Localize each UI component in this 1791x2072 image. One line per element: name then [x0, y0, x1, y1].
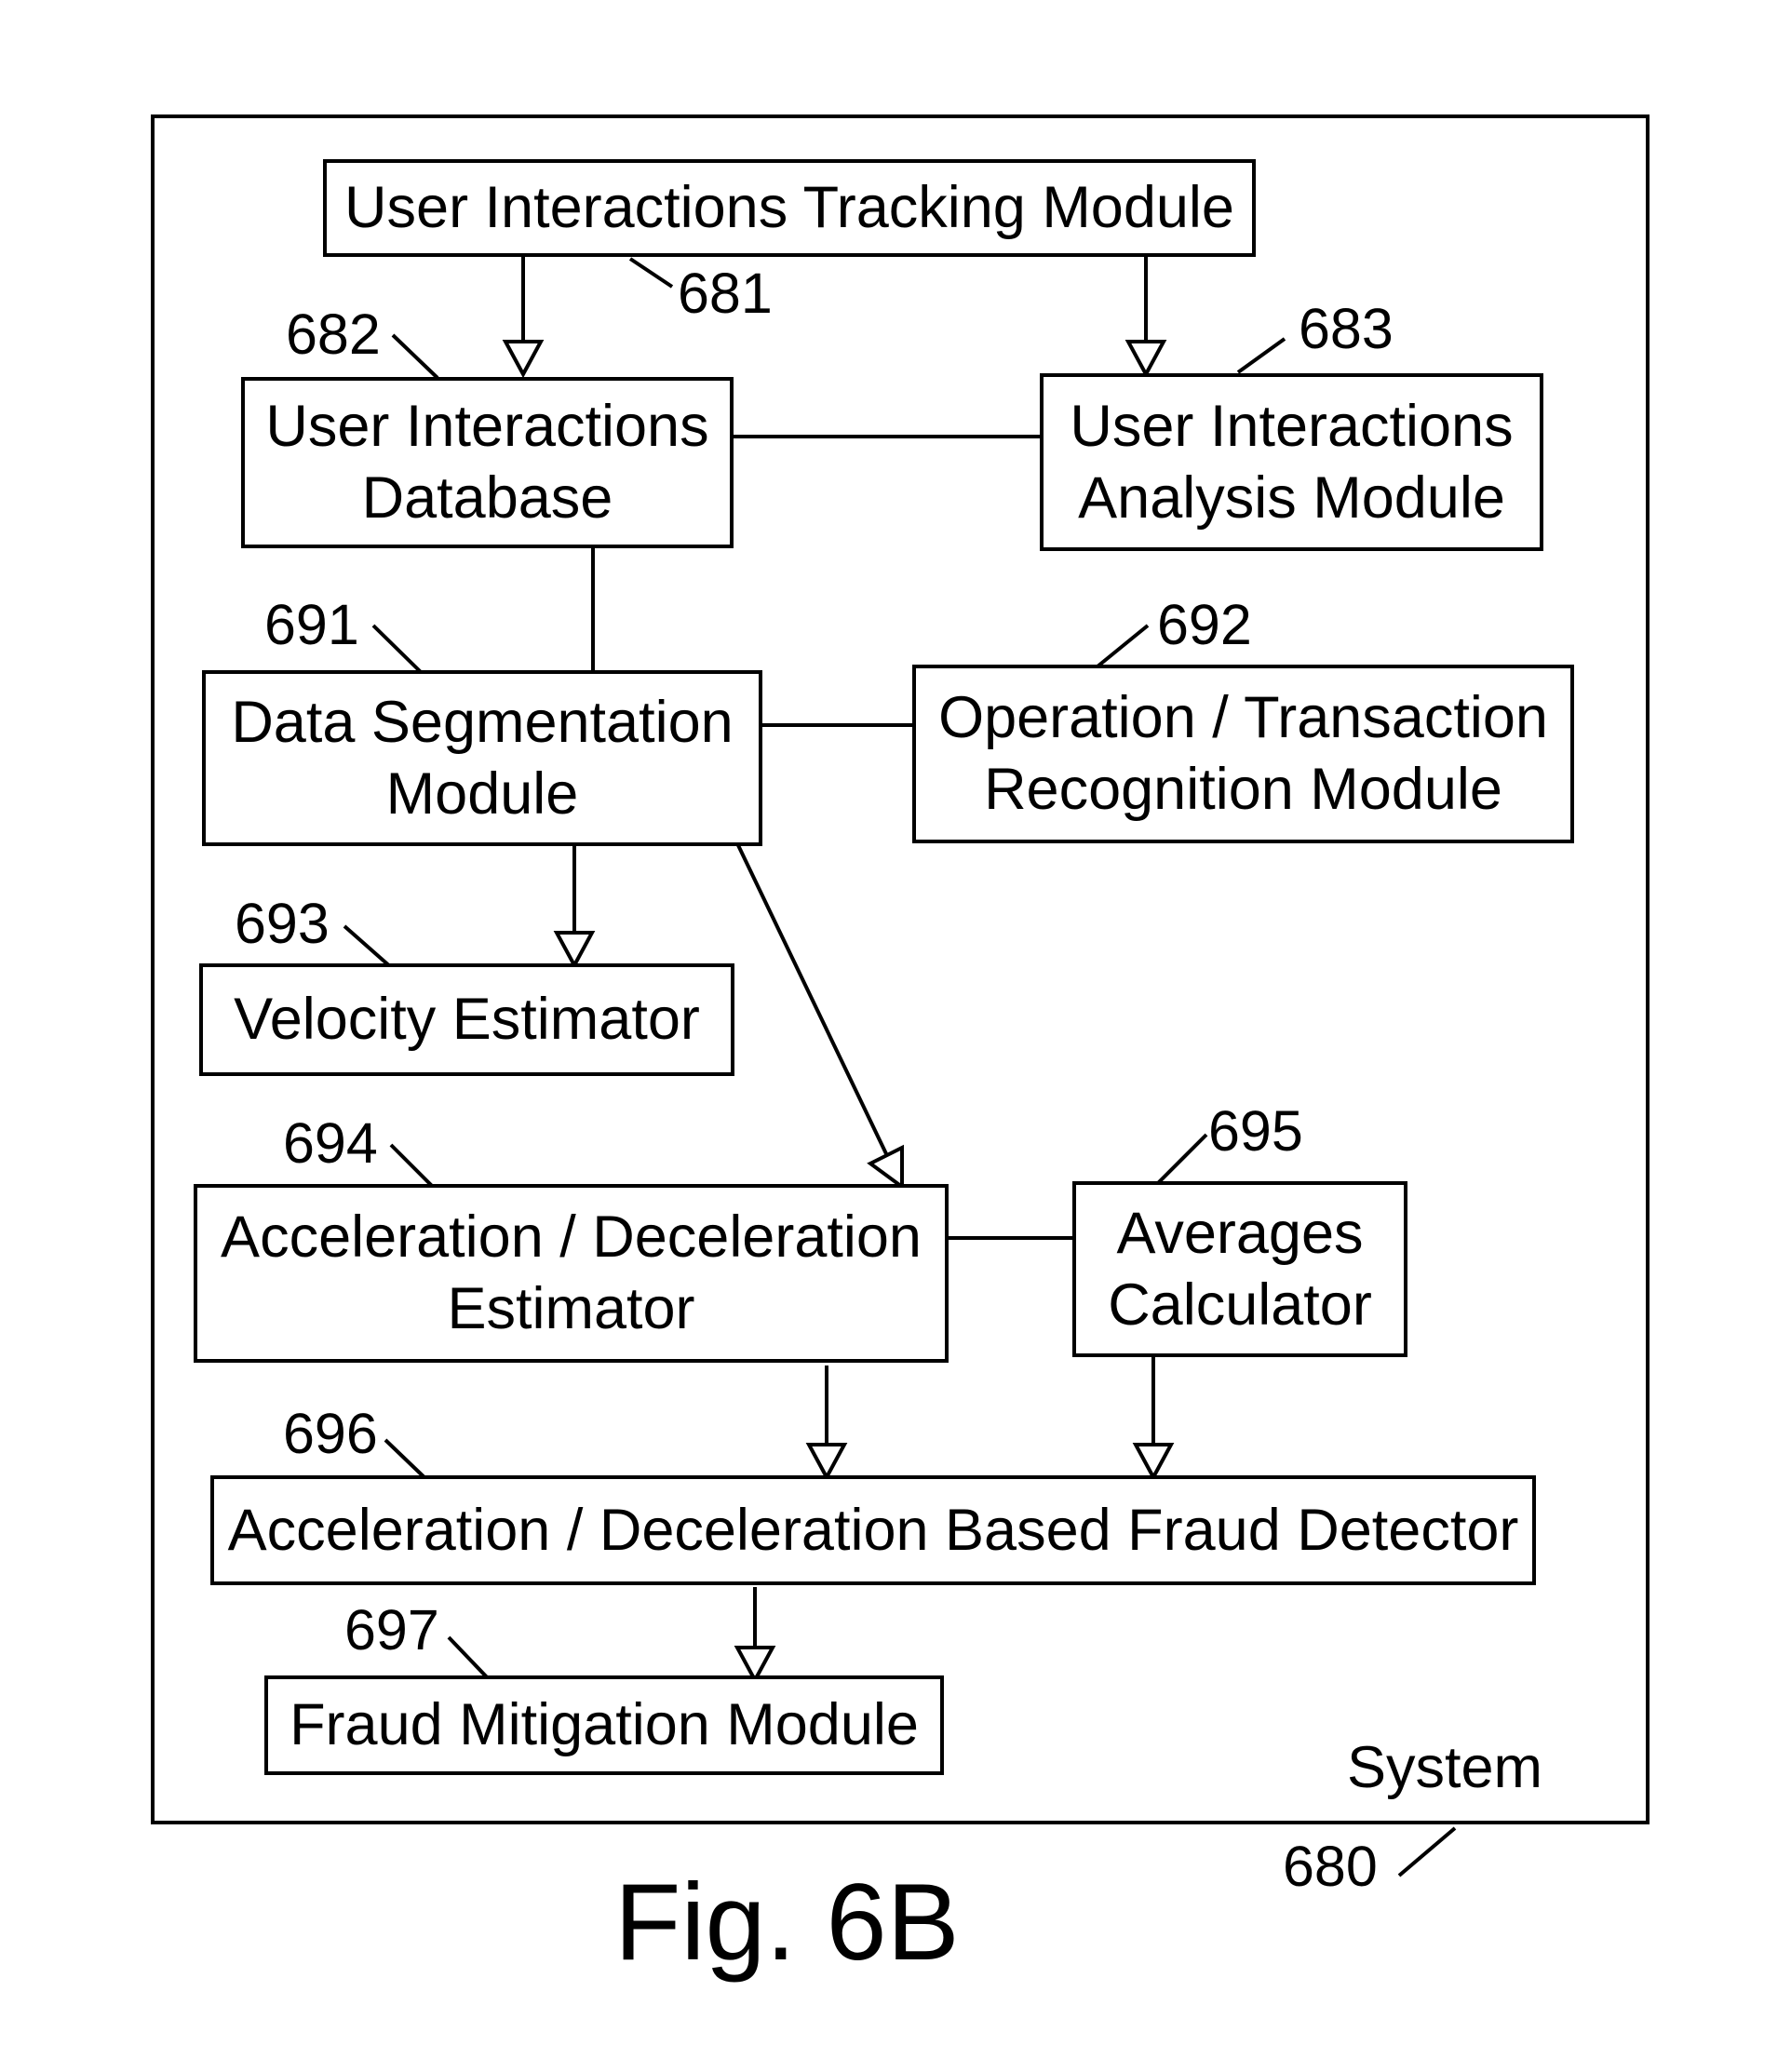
fraud-mitigation-label: Fraud Mitigation Module — [290, 1689, 919, 1761]
arrowhead-segmentation-to-acceleration — [870, 1148, 902, 1187]
segmentation-module-box: Data Segmentation Module — [202, 670, 762, 846]
arrow-segmentation-to-acceleration — [737, 843, 902, 1187]
leader-697 — [449, 1637, 490, 1680]
tracking-module-label: User Interactions Tracking Module — [344, 172, 1234, 244]
averages-label-line-2: Calculator — [1108, 1270, 1372, 1341]
analysis-label-line-1: User Interactions — [1070, 391, 1513, 463]
arrowhead-tracking-to-analysis — [1128, 342, 1164, 374]
ref-683: 683 — [1299, 296, 1394, 361]
acceleration-label-line-2: Estimator — [447, 1273, 694, 1345]
ref-691: 691 — [264, 592, 359, 657]
arrowhead-acceleration-to-fraud-detector — [809, 1445, 844, 1477]
fraud-mitigation-box: Fraud Mitigation Module — [264, 1675, 944, 1775]
ref-696: 696 — [283, 1401, 378, 1466]
leader-692 — [1097, 626, 1148, 666]
leader-683 — [1238, 339, 1285, 372]
segmentation-label-line-1: Data Segmentation — [231, 687, 733, 759]
analysis-label-line-2: Analysis Module — [1078, 463, 1505, 534]
fraud-detector-box: Acceleration / Deceleration Based Fraud … — [210, 1475, 1536, 1585]
leader-682 — [393, 335, 438, 378]
averages-label-line-1: Averages — [1116, 1198, 1363, 1270]
leader-680 — [1399, 1828, 1455, 1876]
arrowhead-averages-to-fraud-detector — [1136, 1445, 1171, 1477]
database-box: User Interactions Database — [241, 377, 734, 548]
averages-calculator-box: Averages Calculator — [1072, 1181, 1407, 1357]
ref-681: 681 — [678, 261, 773, 326]
ref-682: 682 — [286, 302, 381, 367]
ref-693: 693 — [235, 891, 330, 956]
recognition-module-box: Operation / Transaction Recognition Modu… — [912, 665, 1574, 843]
leader-681 — [630, 259, 672, 287]
arrowhead-tracking-to-database — [505, 342, 541, 374]
database-label-line-2: Database — [362, 463, 613, 534]
acceleration-estimator-box: Acceleration / Deceleration Estimator — [194, 1184, 949, 1363]
fraud-detector-label: Acceleration / Deceleration Based Fraud … — [228, 1495, 1519, 1567]
ref-694: 694 — [283, 1110, 378, 1176]
acceleration-label-line-1: Acceleration / Deceleration — [221, 1202, 922, 1273]
arrowhead-segmentation-to-velocity — [557, 933, 592, 965]
leader-694 — [391, 1145, 436, 1190]
leader-693 — [344, 926, 392, 968]
analysis-module-box: User Interactions Analysis Module — [1040, 373, 1543, 551]
velocity-estimator-box: Velocity Estimator — [199, 963, 734, 1076]
ref-695: 695 — [1208, 1098, 1303, 1164]
system-label: System — [1347, 1735, 1542, 1800]
leader-691 — [373, 626, 421, 672]
system-ref: 680 — [1283, 1834, 1378, 1899]
recognition-label-line-2: Recognition Module — [984, 754, 1502, 826]
database-label-line-1: User Interactions — [265, 391, 708, 463]
recognition-label-line-1: Operation / Transaction — [938, 682, 1548, 754]
ref-692: 692 — [1157, 592, 1252, 657]
tracking-module-box: User Interactions Tracking Module — [323, 159, 1256, 257]
figure-caption: Fig. 6B — [614, 1862, 960, 1983]
ref-697: 697 — [344, 1597, 439, 1662]
leader-695 — [1157, 1135, 1206, 1184]
velocity-label: Velocity Estimator — [234, 984, 700, 1056]
segmentation-label-line-2: Module — [386, 759, 579, 830]
